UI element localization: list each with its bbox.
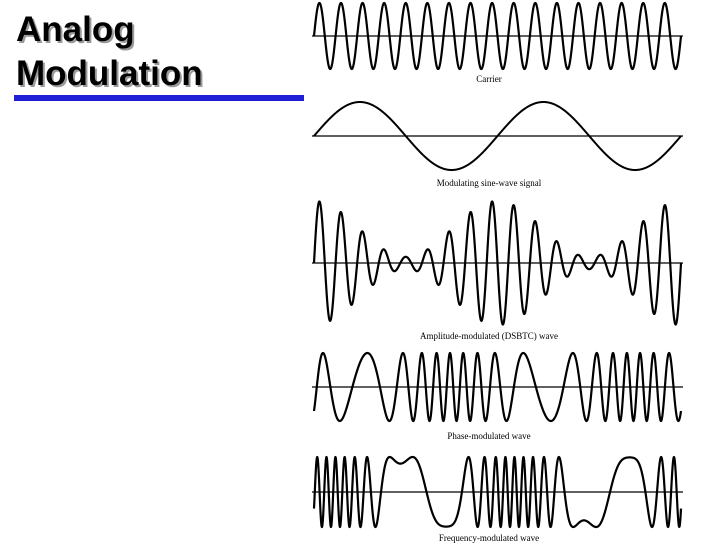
am-wave-panel [312,200,683,326]
pm-wave-caption: Phase-modulated wave [447,431,531,441]
fm-waveform [312,455,683,529]
title-underline [14,95,304,101]
modulating-signal-panel [312,101,683,171]
pm-wave-panel [312,351,683,423]
modulating-waveform [313,101,682,171]
carrier-caption: Carrier [476,74,502,84]
carrier-panel [312,1,683,71]
slide-title: Analog Modulation [16,8,203,96]
fm-wave-caption: Frequency-modulated wave [438,533,540,543]
slide-title-line-2: Modulation [16,54,203,93]
fm-wave-panel [312,455,683,529]
am-wave-caption: Amplitude-modulated (DSBTC) wave [420,331,558,341]
modulating-signal-caption: Modulating sine-wave signal [436,178,542,188]
slide-title-line-1: Analog [16,10,135,49]
carrier-waveform [312,1,683,71]
pm-waveform [312,351,683,423]
am-waveform [312,200,683,326]
